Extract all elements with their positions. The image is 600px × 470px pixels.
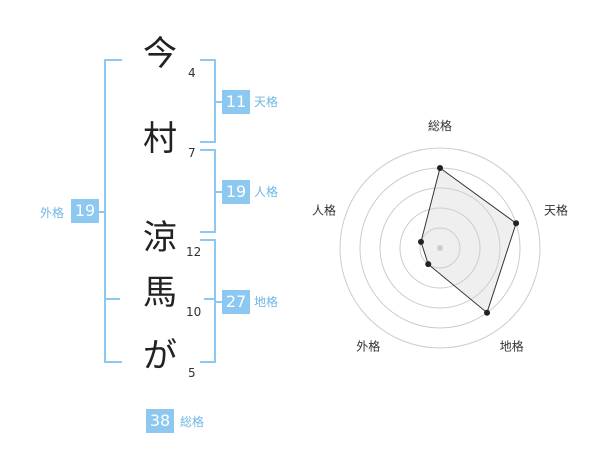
radar-point-4 [425,261,432,268]
chikaku-label: 地格 [254,295,279,309]
gaikaku-badge: 19 [71,199,99,223]
jinkaku-label: 人格 [254,185,279,199]
jinkaku-badge: 19 [222,180,250,204]
radar-axis-label-3: 地格 [500,339,524,354]
radar-axis-label-1: 総格 [428,118,452,133]
radar-point-3 [484,309,491,316]
radar-ring-2 [399,207,481,289]
tenkaku-label: 天格 [254,95,279,109]
radar-ring-3 [379,187,501,309]
gaikaku-bracket-mid-tick [104,298,120,300]
gaikaku-label: 外格 [40,206,65,220]
tenkaku-connector [214,101,222,103]
name-char-5: が [143,336,177,376]
gaikaku-connector [96,211,106,213]
chikaku-connector [214,301,222,303]
stroke-count-4: 10 [186,305,202,319]
radar-point-1 [437,165,443,171]
soukaku-badge: 38 [146,409,174,433]
chikaku-badge: 27 [222,290,250,314]
jinkaku-connector [214,191,222,193]
radar-axis-label-2: 天格 [544,202,568,217]
soukaku-label: 総格 [180,415,205,429]
stroke-count-2: 7 [188,146,196,160]
tenkaku-badge: 11 [222,90,250,114]
chikaku-bracket-mid-tick [204,298,214,300]
name-char-1: 今 [143,34,177,74]
name-char-3: 涼 [143,218,177,258]
radar-point-5 [417,238,424,245]
stroke-count-1: 4 [188,66,196,80]
stroke-count-3: 12 [186,245,202,259]
name-char-4: 馬 [143,273,177,313]
radar-center-dot [437,245,443,251]
gaikaku-bracket [104,59,122,363]
radar-point-2 [513,220,520,227]
radar-axis-label-4: 外格 [356,339,380,354]
radar-polygon [420,167,517,314]
stroke-count-5: 5 [188,366,196,380]
radar-axis-label-5: 人格 [312,202,336,217]
radar-ring-1 [419,227,461,269]
radar-ring-5 [339,147,541,349]
name-char-2: 村 [143,119,177,159]
